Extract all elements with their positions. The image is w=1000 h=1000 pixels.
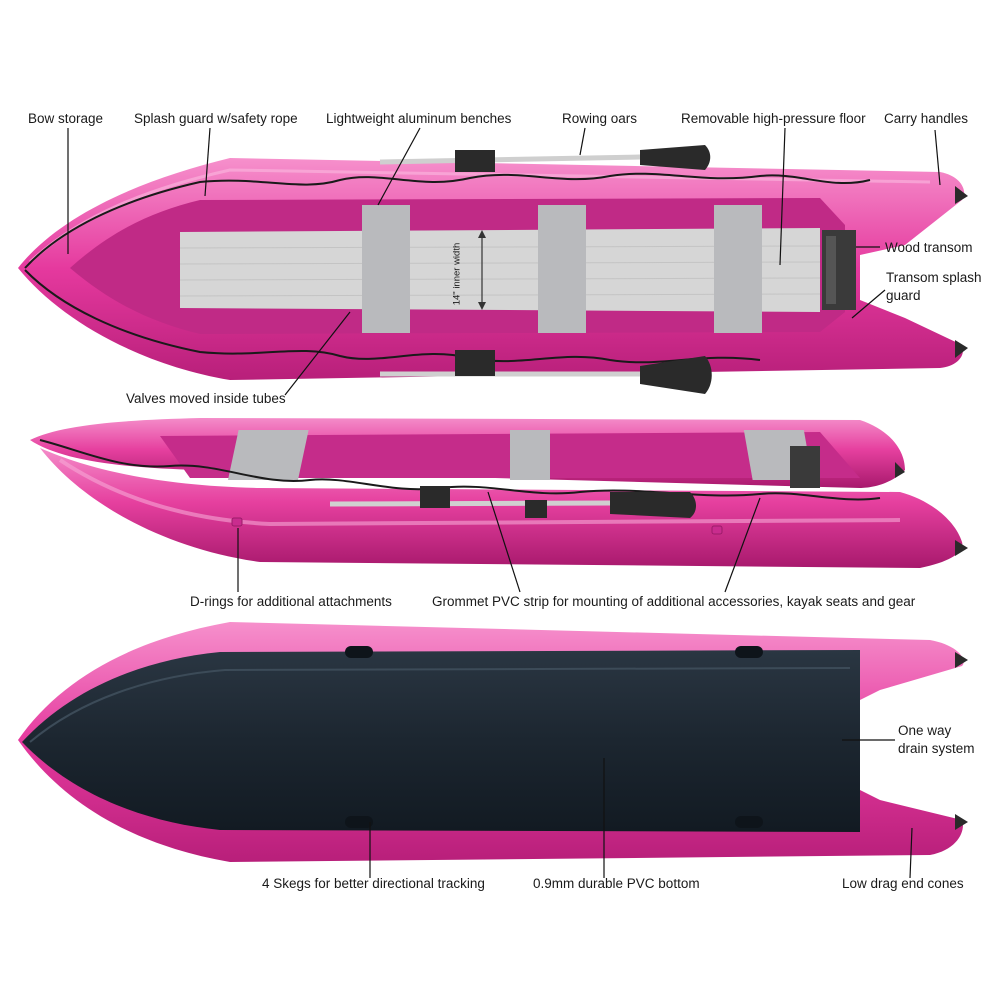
label-wood-transom: Wood transom xyxy=(885,240,973,255)
top-view-boat xyxy=(18,145,968,394)
callout-lines xyxy=(67,127,941,879)
label-transom-splash-2: guard xyxy=(886,288,921,303)
label-splash-guard: Splash guard w/safety rope xyxy=(134,111,298,126)
label-grommet-strip: Grommet PVC strip for mounting of additi… xyxy=(432,594,916,609)
label-skegs: 4 Skegs for better directional tracking xyxy=(262,876,485,891)
label-carry-handles: Carry handles xyxy=(884,111,969,126)
label-drain-1: One way xyxy=(898,723,952,738)
label-transom-splash-1: Transom splash xyxy=(886,270,982,285)
label-benches: Lightweight aluminum benches xyxy=(326,111,512,126)
bottom-view-boat xyxy=(18,622,968,862)
label-rowing-oars: Rowing oars xyxy=(562,111,638,126)
side-view-boat xyxy=(30,418,968,568)
label-bow-storage: Bow storage xyxy=(28,111,104,126)
label-d-rings: D-rings for additional attachments xyxy=(190,594,392,609)
label-pvc-bottom: 0.9mm durable PVC bottom xyxy=(533,876,700,891)
label-end-cones: Low drag end cones xyxy=(842,876,964,891)
label-inner-width: 14" inner width xyxy=(451,242,463,306)
label-valves: Valves moved inside tubes xyxy=(126,391,286,406)
label-floor: Removable high-pressure floor xyxy=(681,111,866,126)
label-drain-2: drain system xyxy=(898,741,975,756)
